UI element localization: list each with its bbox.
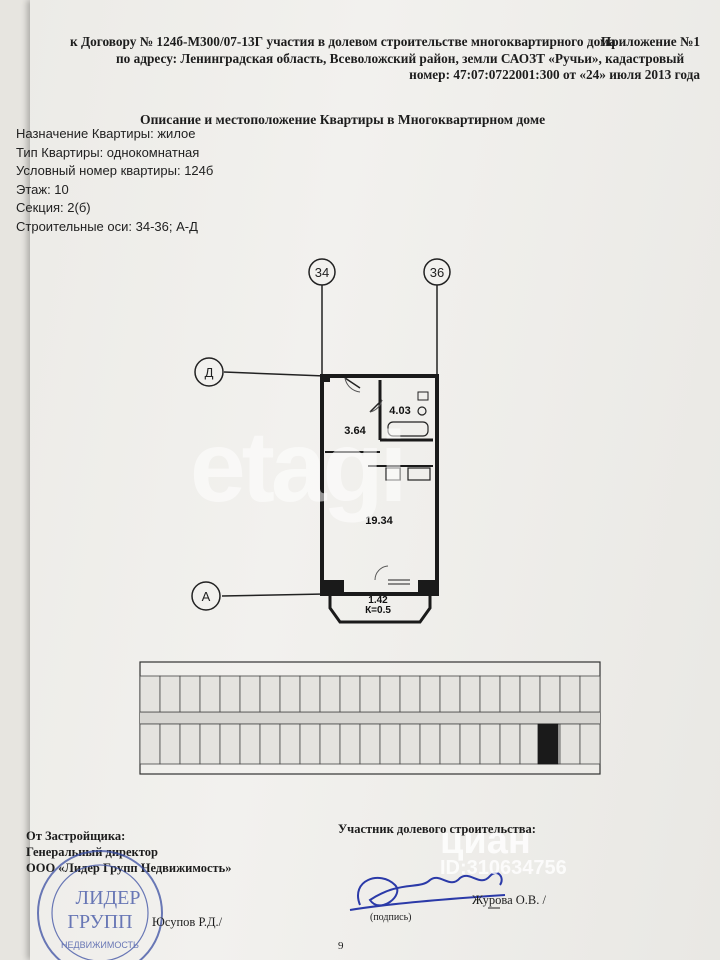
area-balcony-coefficient: К=0.5 <box>365 605 391 616</box>
axis-34-bubble <box>308 258 336 286</box>
axis-a-line <box>221 593 326 597</box>
property-number: Условный номер квартиры: 124б <box>16 163 214 178</box>
floor-key-plan <box>139 661 601 775</box>
entrance-door <box>344 377 361 389</box>
stove-icon <box>385 467 401 481</box>
document-page <box>30 0 720 960</box>
header-appendix-label: Приложение №1 <box>600 34 700 49</box>
handwritten-signature <box>349 872 506 911</box>
etagi-watermark: etagi <box>190 411 407 523</box>
area-room: 19.34 <box>365 515 393 527</box>
stamp-line-2: ГРУПП <box>67 911 132 933</box>
axis-34-label: 34 <box>315 265 329 280</box>
apartment-properties: Назначение Квартиры: жилое Тип Квартиры:… <box>16 125 213 236</box>
axis-36-label: 36 <box>430 265 444 280</box>
axis-a-label: А <box>202 589 211 604</box>
signature-caption: (подпись) <box>370 912 412 923</box>
header-contract-line: к Договору № 124б-М300/07-13Г участия в … <box>70 34 616 49</box>
cian-logo: циан <box>440 820 531 862</box>
header-cadastral-line: номер: 47:07:0722001:300 от «24» июля 20… <box>409 67 700 82</box>
area-balcony: 1.42 <box>368 595 388 606</box>
cian-watermark: циан ID:310634756 <box>440 820 567 880</box>
developer-label: От Застройщика: <box>26 829 126 843</box>
participant-name: Журова О.В. / <box>472 893 546 907</box>
document-header: к Договору № 124б-М300/07-13Г участия в … <box>70 34 700 83</box>
developer-company: ООО «Лидер Групп Недвижимость» <box>26 861 232 875</box>
axis-36-bubble <box>423 258 451 286</box>
bathroom-door <box>369 399 383 413</box>
property-purpose: Назначение Квартиры: жилое <box>16 126 196 141</box>
property-section: Секция: 2(б) <box>16 200 91 215</box>
area-hall: 3.64 <box>344 425 366 437</box>
highlighted-apartment <box>537 723 559 765</box>
page-number: 9 <box>338 940 344 952</box>
sink-icon <box>407 467 431 481</box>
stamp-line-3: НЕДВИЖИМОСТЬ <box>61 940 139 950</box>
company-stamp: ЛИДЕР ГРУПП НЕДВИЖИМОСТЬ <box>37 850 163 960</box>
balcony-outline <box>328 594 432 624</box>
bathtub-icon <box>387 421 429 437</box>
axis-d-label: Д <box>205 365 214 380</box>
participant-label: Участник долевого строительства: <box>338 822 536 836</box>
developer-name: Юсупов Р.Д./ <box>152 915 223 929</box>
toilet-icon <box>417 406 427 416</box>
cian-listing-id: ID:310634756 <box>440 857 567 879</box>
apartment-walls <box>320 374 439 596</box>
area-bathroom: 4.03 <box>389 405 410 417</box>
axis-d-line <box>223 371 326 377</box>
page-title: Описание и местоположение Квартиры в Мно… <box>140 112 546 127</box>
axis-d-bubble <box>194 357 224 387</box>
property-axes: Строительные оси: 34-36; А-Д <box>16 218 198 234</box>
balcony-door <box>374 565 389 581</box>
header-address-line: по адресу: Ленинградская область, Всевол… <box>116 51 685 66</box>
property-type: Тип Квартиры: однокомнатная <box>16 144 200 160</box>
axis-a-bubble <box>191 581 221 611</box>
stamp-line-1: ЛИДЕР <box>76 887 141 909</box>
property-floor: Этаж: 10 <box>16 181 69 197</box>
